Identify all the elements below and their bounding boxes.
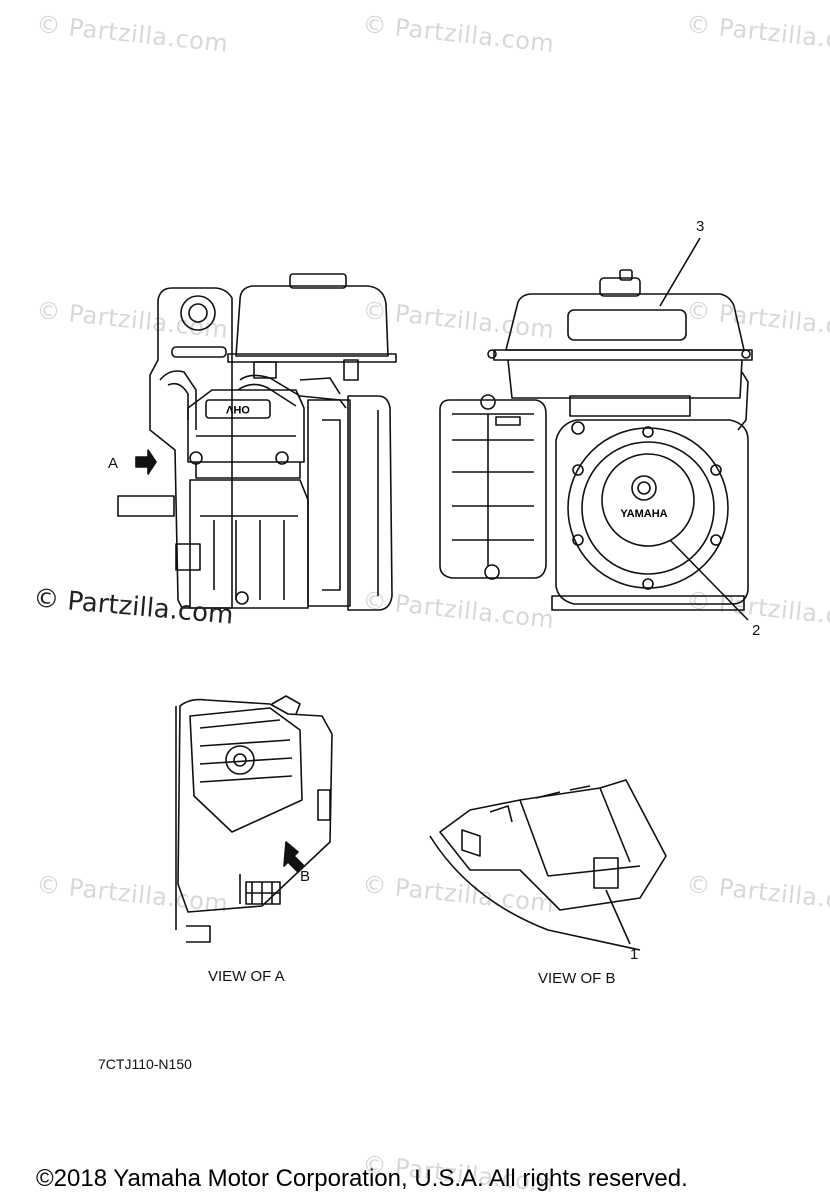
view-a-caption: VIEW OF A	[208, 968, 285, 985]
callout-1: 1	[630, 946, 639, 963]
ohv-label: OHV	[225, 403, 250, 415]
leader-3	[659, 237, 701, 307]
engine-side-view	[117, 273, 397, 611]
copyright-notice: ©2018 Yamaha Motor Corporation, U.S.A. A…	[36, 1165, 688, 1192]
leader-2	[669, 539, 749, 621]
view-b-detail	[429, 779, 667, 951]
view-a-detail	[175, 695, 333, 943]
arrow-b-label: B	[300, 868, 311, 885]
engine-front-view	[439, 269, 753, 611]
arrow-a-label: A	[108, 455, 119, 472]
diagram-code: 7CTJ110-N150	[98, 1056, 192, 1072]
arrow-b	[283, 841, 305, 873]
callout-2: 2	[752, 622, 761, 639]
yamaha-logo-text: YAMAHA	[620, 508, 667, 520]
arrow-a	[135, 449, 157, 475]
callout-3: 3	[696, 218, 705, 235]
view-b-caption: VIEW OF B	[538, 970, 616, 987]
leader-1	[605, 889, 631, 945]
